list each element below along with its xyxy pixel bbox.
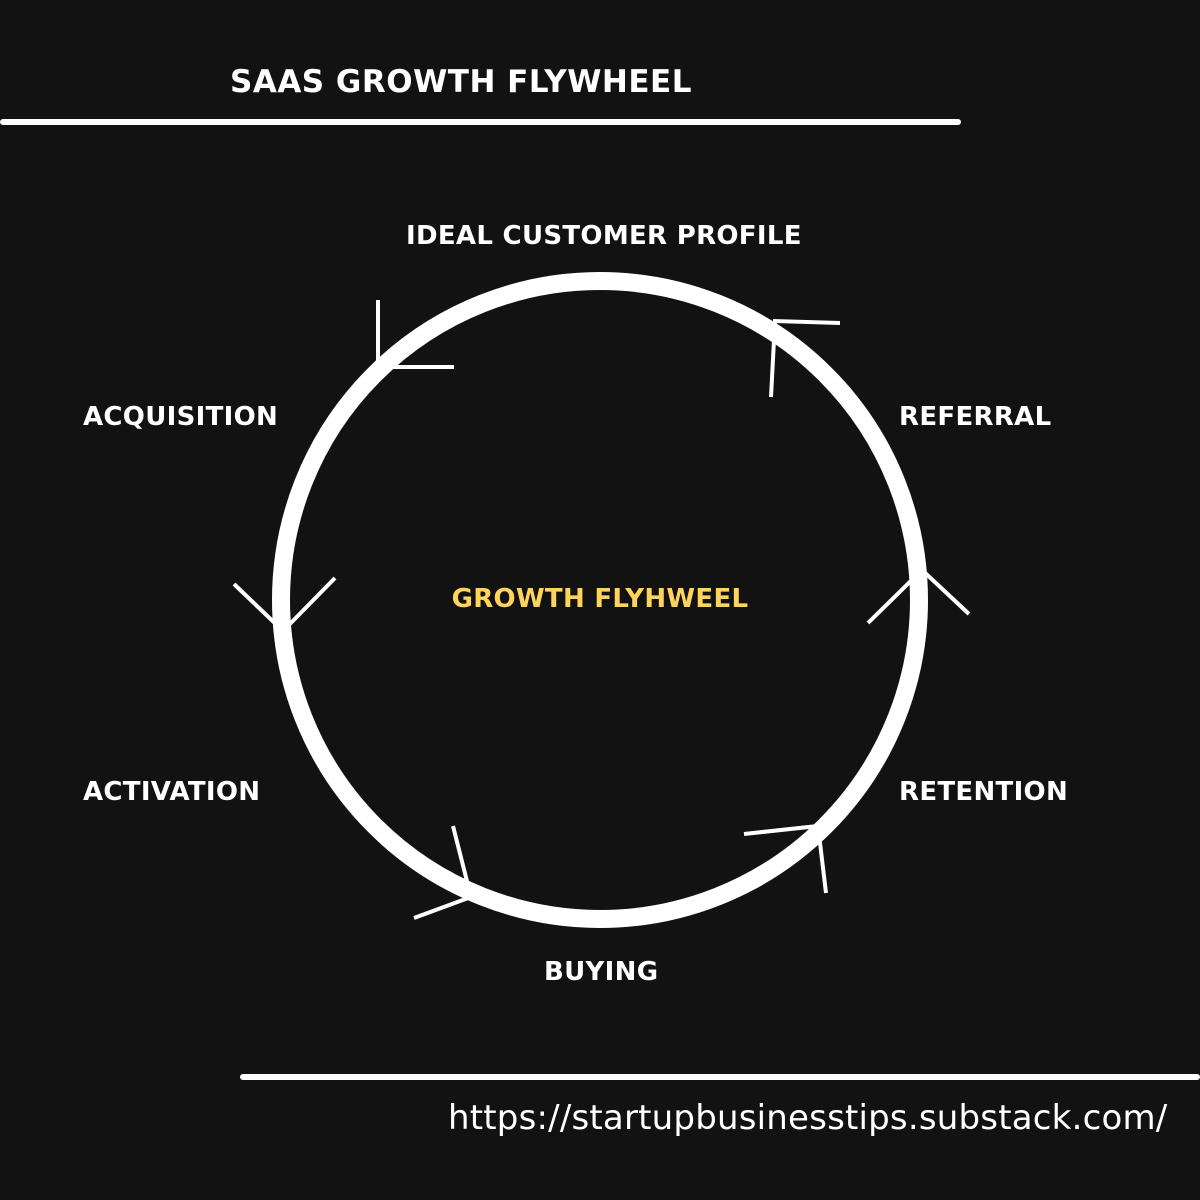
stage-label-retention: RETENTION xyxy=(899,777,1069,807)
center-label: GROWTH FLYHWEEL xyxy=(451,584,749,614)
arrow-top-right xyxy=(769,318,841,398)
page-title: SAAS GROWTH FLYWHEEL xyxy=(230,64,692,100)
source-url: https://startupbusinesstips.substack.com… xyxy=(448,1098,1168,1138)
arrow-right xyxy=(866,567,971,625)
arrow-left xyxy=(232,576,337,634)
arrow-bottom-left xyxy=(413,825,474,920)
bottom-divider xyxy=(240,1074,1200,1080)
stage-label-buying: BUYING xyxy=(544,957,659,987)
stage-label-icp: IDEAL CUSTOMER PROFILE xyxy=(406,221,802,251)
stage-label-acquisition: ACQUISITION xyxy=(83,402,279,432)
stage-label-activation: ACTIVATION xyxy=(83,777,261,807)
arrow-bottom-right xyxy=(743,823,828,894)
top-divider xyxy=(0,119,961,125)
flywheel-arrows xyxy=(232,300,971,920)
arrow-top-left xyxy=(376,300,454,369)
flywheel-circle xyxy=(272,272,928,928)
stage-label-referral: REFERRAL xyxy=(899,402,1052,432)
